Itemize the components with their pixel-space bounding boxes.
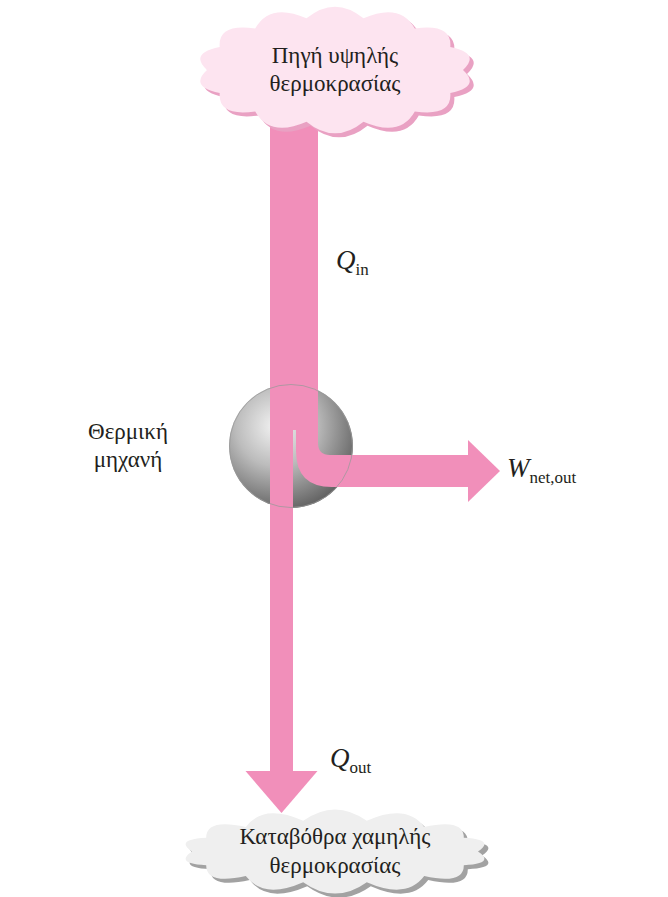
work-label-box: Wnet,out [507,452,576,485]
symbol-letter: W [507,453,530,483]
heat-band [270,121,318,384]
heat-flow-connector [246,502,318,813]
flow-symbol: Qout [330,747,371,772]
work-arrowhead [468,440,500,502]
symbol-letter: Q [336,245,356,275]
cloud-body [186,809,485,893]
symbol-subscript: in [356,260,369,279]
side-label-box: Θερμική μηχανή [63,418,193,474]
heat-band [270,502,293,771]
work-band [296,430,468,487]
sphere-outline [229,384,353,508]
symbol-subscript: out [350,758,372,777]
flow-label-box: Qout [330,742,371,775]
flow-label-box: Qin [336,244,369,277]
reservoir-cloud: Καταβόθρα χαμηλής θερμοκρασίας [180,808,490,895]
heat-flow-connector [294,121,295,384]
symbol-subscript: net,out [530,468,577,487]
symbol-letter: Q [330,743,350,773]
arrowhead [246,771,318,813]
work-symbol: Wnet,out [507,457,576,482]
cloud-body [200,7,469,134]
reservoir-label: Πηγή υψηλής θερμοκρασίας [235,42,435,98]
reservoir-label: Καταβόθρα χαμηλής θερμοκρασίας [220,823,450,879]
reservoir-cloud: Πηγή υψηλής θερμοκρασίας [195,5,475,135]
heat-engine: Θερμική μηχανή [229,384,353,508]
engine-label: Θερμική μηχανή [63,418,193,474]
flow-symbol: Qin [336,249,369,274]
sphere-rim [230,385,353,508]
